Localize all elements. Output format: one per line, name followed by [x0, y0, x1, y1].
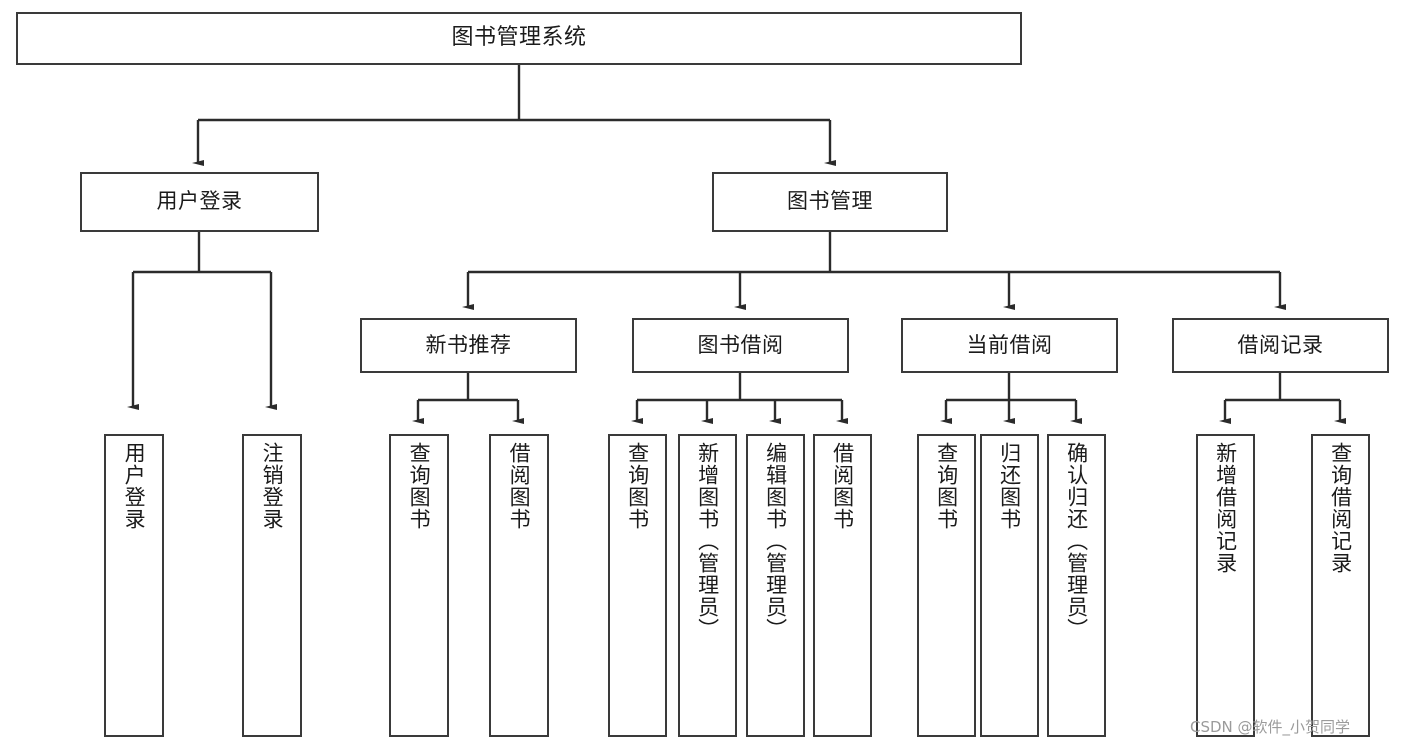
node-label: 查询借阅记录 [1328, 442, 1353, 574]
leaf-borrow-book[interactable]: 借阅图书 [813, 434, 872, 737]
leaf-add-borrow-record[interactable]: 新增借阅记录 [1196, 434, 1255, 737]
node-label: 用户登录 [156, 189, 243, 214]
node-label: 用户登录 [122, 442, 147, 530]
node-current-borrow[interactable]: 当前借阅 [901, 318, 1118, 373]
node-label: 注销登录 [260, 442, 285, 530]
leaf-query-book-borrow[interactable]: 查询图书 [608, 434, 667, 737]
node-label: 查询图书 [934, 442, 959, 530]
csdn-watermark: CSDN @软件_小贺同学 [1190, 718, 1351, 736]
leaf-add-book-admin[interactable]: 新增图书（管理员） [678, 434, 737, 737]
leaf-logout[interactable]: 注销登录 [242, 434, 302, 737]
node-book-management[interactable]: 图书管理 [712, 172, 948, 232]
leaf-user-login[interactable]: 用户登录 [104, 434, 164, 737]
node-book-borrow[interactable]: 图书借阅 [632, 318, 849, 373]
node-label: 新增借阅记录 [1213, 442, 1238, 574]
leaf-borrow-book-recommend[interactable]: 借阅图书 [489, 434, 549, 737]
leaf-query-book-current[interactable]: 查询图书 [917, 434, 976, 737]
leaf-return-book[interactable]: 归还图书 [980, 434, 1039, 737]
node-label: 借阅图书 [830, 442, 855, 530]
leaf-query-borrow-record[interactable]: 查询借阅记录 [1311, 434, 1370, 737]
node-label: 新书推荐 [425, 332, 512, 357]
node-borrow-record[interactable]: 借阅记录 [1172, 318, 1389, 373]
leaf-query-book-recommend[interactable]: 查询图书 [389, 434, 449, 737]
node-label: 查询图书 [625, 442, 650, 530]
node-label: 图书管理系统 [451, 25, 587, 51]
node-label: 当前借阅 [966, 332, 1053, 357]
node-label: 新增图书（管理员） [695, 442, 720, 640]
node-new-book-recommend[interactable]: 新书推荐 [360, 318, 577, 373]
node-label: 查询图书 [407, 442, 432, 530]
node-label: 借阅图书 [507, 442, 532, 530]
node-label: 归还图书 [997, 442, 1022, 530]
leaf-confirm-return-admin[interactable]: 确认归还（管理员） [1047, 434, 1106, 737]
node-label: 编辑图书（管理员） [763, 442, 788, 640]
leaf-edit-book-admin[interactable]: 编辑图书（管理员） [746, 434, 805, 737]
node-label: 确认归还（管理员） [1064, 442, 1089, 640]
node-label: 图书管理 [787, 189, 873, 214]
node-user-login[interactable]: 用户登录 [80, 172, 319, 232]
node-label: 借阅记录 [1237, 332, 1324, 357]
node-root-book-management-system[interactable]: 图书管理系统 [16, 12, 1022, 65]
node-label: 图书借阅 [697, 332, 784, 357]
